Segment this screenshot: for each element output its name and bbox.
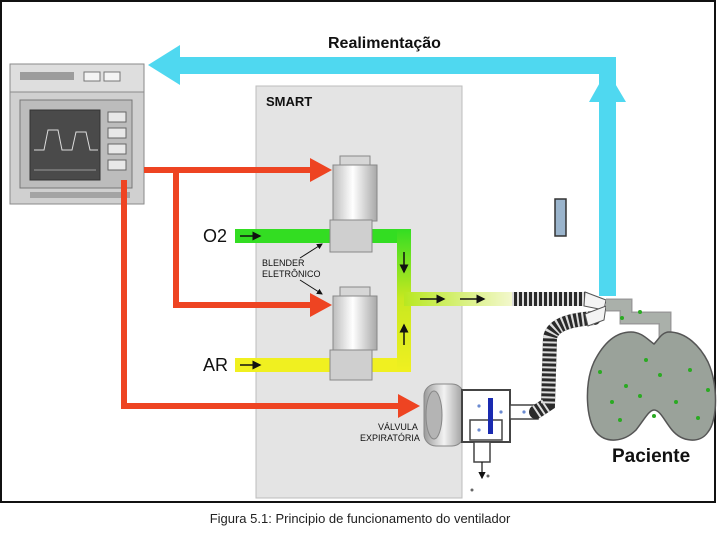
ar-label: AR (203, 355, 228, 375)
o2-label: O2 (203, 226, 227, 246)
blender-label-line1: BLENDER (262, 258, 305, 268)
blender-label-line2: ELETRÔNICO (262, 269, 321, 279)
expiratory-valve: VÁLVULA EXPIRATÓRIA (360, 383, 539, 492)
blender-label: BLENDER ELETRÔNICO (262, 243, 323, 295)
mixed-gas-line (404, 292, 514, 306)
control-arrows (121, 158, 420, 418)
valve-label-line1: VÁLVULA (378, 422, 418, 432)
patient-lungs: Paciente (586, 298, 717, 467)
figure-caption: Figura 5.1: Principio de funcionamento d… (209, 511, 511, 526)
sensor-indicator (554, 198, 567, 237)
o2-line (235, 229, 410, 243)
blender-valve-lower (329, 286, 378, 381)
air-line (235, 358, 410, 372)
feedback-label: Realimentação (328, 35, 441, 52)
blender-valve-upper (329, 155, 378, 253)
valve-label-line2: EXPIRATÓRIA (360, 433, 420, 443)
ventilator-screen (29, 109, 101, 181)
feedback-arrow: Realimentação (148, 35, 626, 296)
patient-label: Paciente (612, 446, 690, 467)
breathing-tubes (512, 291, 607, 419)
smart-label: SMART (266, 94, 312, 109)
